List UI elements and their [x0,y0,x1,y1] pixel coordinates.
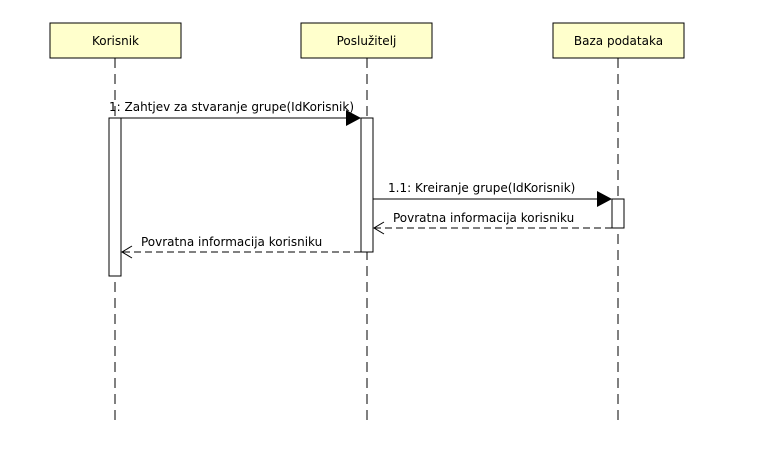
lifeline-korisnik-label: Korisnik [92,34,139,48]
message-1-1-label: 1.1: Kreiranje grupe(IdKorisnik) [388,181,575,195]
lifeline-posluzitelj-label: Poslužitelj [337,34,397,48]
message-1-arrowhead [346,110,361,126]
activation-bar-posluzitelj [360,117,374,253]
lifeline-korisnik: Korisnik [49,22,182,420]
activation-bar-baza-podataka [611,198,625,229]
return-message-1-1-arrowhead [373,221,385,235]
message-1-label: 1: Zahtjev za stvaranje grupe(IdKorisnik… [109,100,354,114]
return-message-1-label: Povratna informacija korisniku [141,235,322,249]
message-1[interactable]: 1: Zahtjev za stvaranje grupe(IdKorisnik… [109,100,361,126]
return-message-1-1[interactable]: Povratna informacija korisniku [373,211,612,235]
activation-bar-korisnik [108,117,122,277]
return-message-1-1-label: Povratna informacija korisniku [393,211,574,225]
message-1-1[interactable]: 1.1: Kreiranje grupe(IdKorisnik) [373,181,612,207]
return-message-1[interactable]: Povratna informacija korisniku [121,235,361,259]
message-1-1-arrowhead [597,191,612,207]
return-message-1-arrowhead [121,245,133,259]
lifeline-posluzitelj-header[interactable] [300,22,433,59]
lifeline-korisnik-header[interactable] [49,22,182,59]
lifeline-baza-podataka-label: Baza podataka [574,34,663,48]
lifeline-baza-podataka: Baza podataka [552,22,685,420]
lifeline-baza-podataka-header[interactable] [552,22,685,59]
